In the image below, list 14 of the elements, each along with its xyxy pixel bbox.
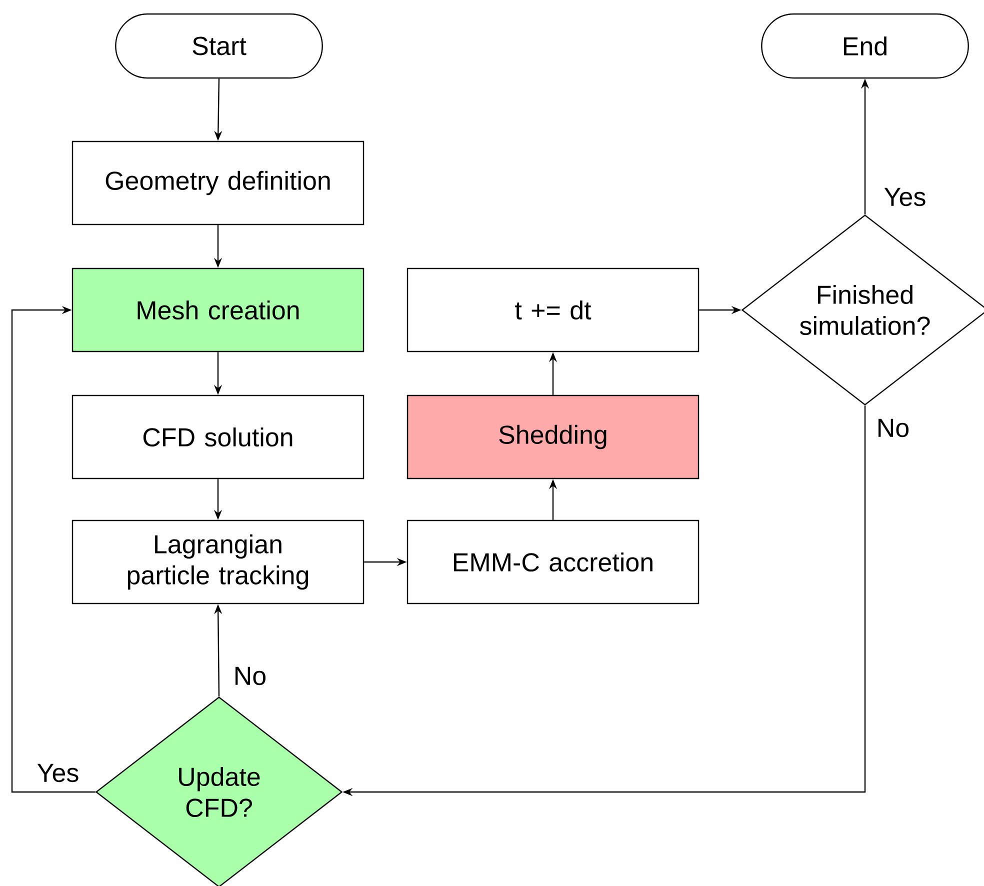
process-box: Geometry definition: [72, 140, 364, 226]
edge-label: Yes: [34, 762, 82, 784]
start-terminal: Start: [115, 13, 323, 79]
process-box: EMM-C accretion: [406, 520, 700, 604]
process-box: Shedding: [406, 394, 700, 480]
edge-label: No: [874, 416, 912, 440]
process-box: Lagrangian particle tracking: [72, 520, 364, 604]
process-box: Mesh creation: [72, 268, 364, 352]
edge-label: No: [231, 664, 269, 688]
arrow: [11, 306, 96, 793]
end-terminal: End: [761, 13, 969, 79]
process-box: t += dt: [406, 268, 700, 352]
edge-label: Yes: [882, 186, 928, 208]
process-box: CFD solution: [72, 394, 364, 480]
